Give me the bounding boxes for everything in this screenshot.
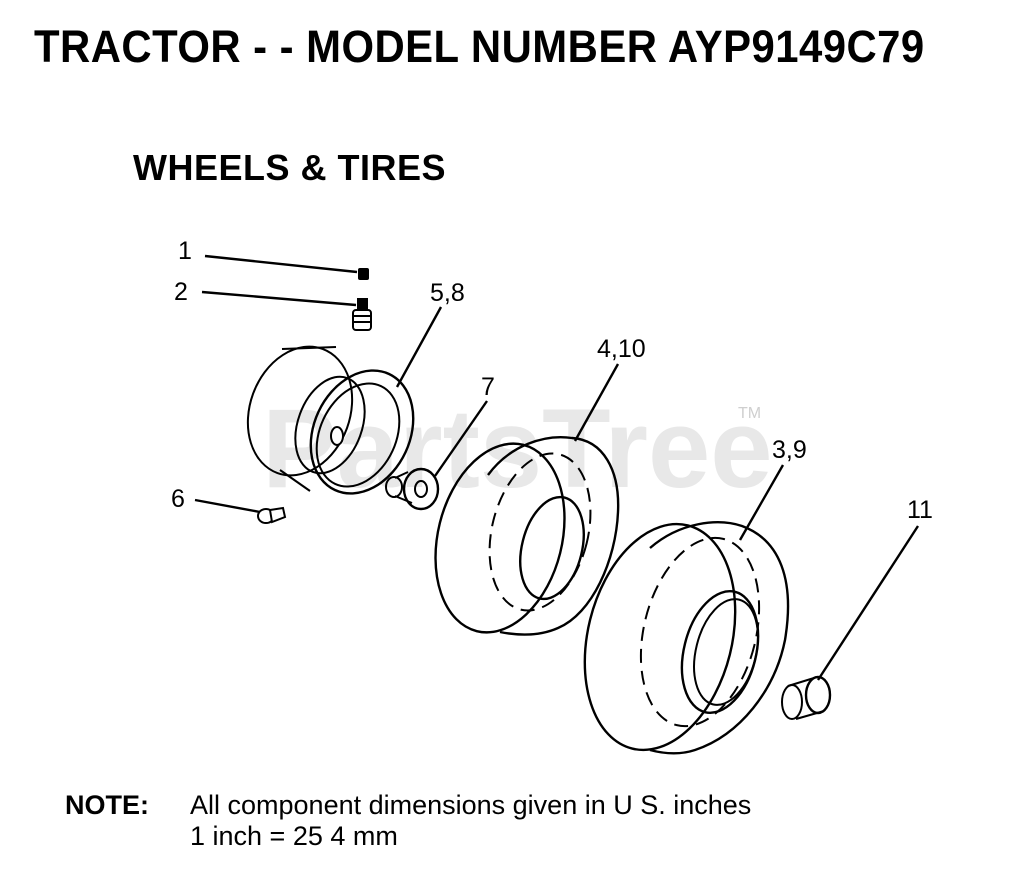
leader-3-9 <box>738 464 785 541</box>
section-title: WHEELS & TIRES <box>133 147 447 188</box>
part-6-fitting[interactable] <box>257 506 287 524</box>
leader-7 <box>434 400 488 477</box>
part-11-cap[interactable] <box>781 675 832 720</box>
page-title: TRACTOR - - MODEL NUMBER AYP9149C79 <box>34 21 925 72</box>
callout-4-10: 4,10 <box>597 335 646 363</box>
part-3-9-rear-tire[interactable] <box>562 508 790 766</box>
part-5-8-rim[interactable] <box>230 332 432 510</box>
leader-11 <box>816 525 920 681</box>
leader-4-10 <box>573 363 620 442</box>
note-label: NOTE: <box>65 790 149 820</box>
callout-1: 1 <box>178 237 192 265</box>
leader-5-8 <box>395 306 443 388</box>
callout-7: 7 <box>481 373 495 401</box>
part-1-valve-cap[interactable] <box>358 268 369 280</box>
callout-2: 2 <box>174 278 188 306</box>
dimension-note: NOTE: All component dimensions given in U… <box>65 790 751 852</box>
part-4-10-front-tire[interactable] <box>417 430 620 646</box>
leader-2 <box>201 290 357 307</box>
watermark-tm: TM <box>738 405 761 422</box>
leader-6 <box>194 498 261 514</box>
part-7-bushing[interactable] <box>385 467 440 511</box>
callout-5-8: 5,8 <box>430 279 465 307</box>
note-line-2: 1 inch = 25 4 mm <box>190 821 398 851</box>
callout-3-9: 3,9 <box>772 436 807 464</box>
leader-1 <box>204 254 358 274</box>
callout-6: 6 <box>171 485 185 513</box>
part-2-valve-stem[interactable] <box>352 298 372 331</box>
callout-11: 11 <box>907 496 933 524</box>
note-line-1: All component dimensions given in U S. i… <box>190 790 752 820</box>
note-text: All component dimensions given in U S. i… <box>190 790 751 852</box>
